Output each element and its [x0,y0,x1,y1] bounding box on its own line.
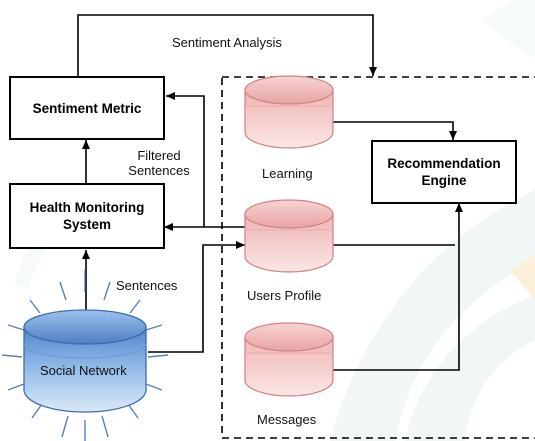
connector-social-to-profile [148,241,245,353]
messages-label: Messages [257,412,317,427]
connector-messages-to-rec [333,203,463,371]
sentiment-metric-label: Sentiment Metric [32,100,142,116]
database-icon-learning [244,75,334,149]
connector-profile-to-metric [166,92,205,227]
connectors [77,14,463,371]
health-monitoring-box: Health Monitoring System [9,183,165,249]
social-network-label: Social Network [40,363,127,378]
connector-learning-to-rec [333,121,457,140]
connector-sentiment-analysis [77,14,377,76]
recommendation-engine-label: Recommendation Engine [387,156,501,188]
social-network-icon [1,270,169,441]
filtered-sentences-label: Filtered Sentences [128,148,190,178]
sentiment-metric-box: Sentiment Metric [9,76,165,140]
sentiment-analysis-label: Sentiment Analysis [172,35,282,50]
database-icon-users-profile [244,199,334,273]
database-icon-messages [244,322,334,397]
health-monitoring-label: Health Monitoring System [29,200,145,232]
sentences-label: Sentences [116,278,178,293]
recommendation-engine-box: Recommendation Engine [371,140,517,204]
system-boundary [221,76,535,439]
learning-label: Learning [262,166,313,181]
users-profile-label: Users Profile [247,288,322,303]
